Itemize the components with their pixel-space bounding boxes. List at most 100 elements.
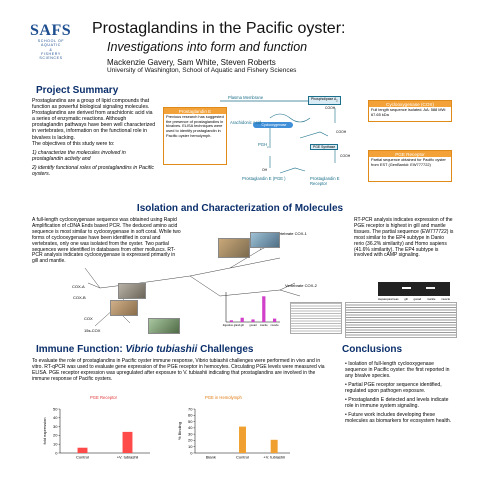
poster-title: Prostaglandins in the Pacific oyster: (92, 20, 346, 37)
conclusions-heading: Conclusions (342, 344, 403, 355)
pathway-diagram: Plasma Membrane Phospholipase A2 COOH Ar… (160, 88, 460, 193)
tree-label-cox2: Vertebrate COX-2 (285, 283, 317, 288)
isolation-left-text: A full-length cyclooxygenase sequence wa… (32, 217, 181, 265)
authors: Mackenzie Gavery, Sam White, Steven Robe… (107, 58, 276, 67)
y-tick-label: 10 (53, 442, 58, 447)
tree-label-15scox: 15s-COX (84, 328, 101, 333)
y-tick-label: 60 (188, 413, 193, 418)
tree-label-cox1: Vertebrate COX-1 (275, 231, 307, 236)
conclusion-item: • Future work includes developing these … (345, 412, 452, 424)
receptor-box: PGE Receptor Partial sequence obtained f… (368, 150, 452, 182)
gel-image (378, 282, 450, 296)
cox-box-head: Cyclooxygenase (COX) (369, 101, 451, 107)
conclusion-item: • Isolation of full-length cyclooxygenas… (345, 361, 450, 379)
sequence-alignment (345, 302, 457, 338)
poster-subtitle: Investigations into form and function (107, 40, 308, 54)
y-tick-label: 70 (188, 406, 193, 411)
cox-box-body: Full length sequence isolated. AA: 588 M… (371, 107, 447, 117)
immune-text: To evaluate the role of prostaglandins i… (32, 358, 325, 382)
x-tick-label: +V. tubiashii (117, 455, 139, 460)
y-tick-label: 0 (190, 450, 193, 455)
x-tick-label: gonad (249, 323, 257, 327)
bar (240, 317, 244, 322)
organism-image-fish-2 (148, 318, 180, 334)
x-tick-label: gill (241, 323, 245, 327)
y-tick-label: 0 (55, 450, 58, 455)
oh-label: OH (262, 168, 268, 172)
tree-label-coxa: COX-A (72, 284, 85, 289)
bar (272, 318, 277, 322)
cooh-label-1: COOH (325, 106, 336, 110)
x-tick-label: digestive gland (223, 323, 241, 327)
conclusions-list: • Isolation of full-length cyclooxygenas… (345, 361, 457, 424)
x-tick-label: +V. tubiashii (263, 455, 285, 460)
arachidonic-acid-label: Arachidonic Acid (230, 120, 261, 125)
receptor-box-head: PGE Receptor (369, 151, 451, 157)
y-tick-label: 10 (188, 444, 193, 449)
bar (251, 319, 255, 322)
y-tick-label: 40 (188, 425, 193, 430)
tree-label-cox: COX (84, 316, 93, 321)
organism-image-coral-2 (110, 300, 138, 316)
bar (229, 320, 234, 322)
chart1-title: PGE Receptor (90, 395, 117, 400)
plasma-membrane-label: Plasma Membrane (228, 95, 264, 100)
conclusion-item: • Partial PGE receptor sequence identifi… (345, 382, 442, 394)
y-axis-label: % Binding (177, 422, 182, 440)
isolation-right-text: RT-PCR analysis indicates expression of … (354, 217, 454, 259)
y-tick-label: 30 (53, 424, 58, 429)
cooh-label-2: COOH (336, 130, 347, 134)
objective-2: 2) identify functional roles of prostagl… (32, 164, 154, 178)
isolation-heading: Isolation and Characterization of Molecu… (136, 203, 344, 214)
alignment-panel (290, 302, 342, 334)
y-tick-label: 20 (53, 433, 58, 438)
x-tick-label: Blank (206, 455, 216, 460)
affiliation: University of Washington, School of Aqua… (107, 67, 297, 74)
receptor-label: Prostaglandin E Receptor (310, 176, 340, 186)
project-summary-body: Prostaglandins are a group of lipid comp… (32, 98, 156, 177)
organism-image-oyster (118, 283, 146, 299)
receptor-box-body: Partial sequence obtained for Pacific oy… (371, 157, 446, 167)
pge-synthase-label: PGE Synthase (310, 144, 339, 150)
y-axis-label: fold expression (42, 418, 47, 445)
cox-box: Cyclooxygenase (COX) Full length sequenc… (368, 100, 452, 122)
objective-1: 1) characterize the molecules involved i… (32, 149, 126, 162)
bar (122, 431, 133, 453)
y-tick-label: 40 (53, 415, 58, 420)
bar (262, 296, 266, 322)
y-tick-label: 50 (188, 419, 193, 424)
bar (77, 447, 88, 453)
logo-letters: SAFS (30, 22, 72, 39)
prostaglandin-box: Prostaglandin E Previous research has su… (163, 107, 227, 165)
chart2-title: PGE in Hemolymph (205, 395, 242, 400)
bar (239, 426, 246, 453)
y-tick-label: 20 (188, 438, 193, 443)
organism-image-fish (250, 232, 280, 248)
x-tick-label: muscle (270, 323, 279, 327)
cyclooxygenase-label: Cyclooxygenase (261, 123, 287, 127)
pge2-label: Prostaglandin E (PGE ) (242, 176, 286, 181)
bar (270, 439, 278, 453)
x-tick-label: Control (236, 455, 249, 460)
objectives-intro: The objectives of this study were to: (32, 140, 115, 147)
x-tick-label: mantle (260, 323, 268, 327)
phospholipase-label: Phospholipase A2 (308, 96, 341, 105)
y-tick-label: 30 (188, 431, 193, 436)
immune-heading: Immune Function: Vibrio tubiashii Challe… (36, 344, 254, 355)
prostaglandin-box-head: Prostaglandin E (164, 108, 226, 114)
organism-image-coral (218, 238, 250, 258)
y-tick-label: 50 (53, 406, 58, 411)
conclusion-item: • Prostaglandin E detected and levels in… (345, 397, 449, 409)
tree-label-coxb: COX-B (73, 295, 86, 300)
pgh2-label: PGH2 (258, 142, 269, 149)
x-tick-label: Control (76, 455, 89, 460)
project-summary-heading: Project Summary (36, 85, 119, 96)
